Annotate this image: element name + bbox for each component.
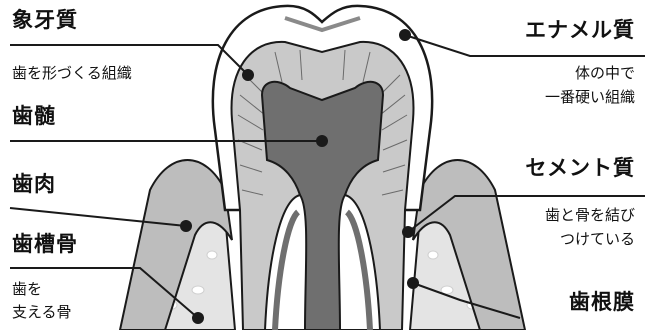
label-alveolar-bone: 歯槽骨 [12,232,78,257]
desc-enamel-2: 一番硬い組織 [545,88,635,106]
desc-cementum-2: つけている [560,230,635,248]
label-cementum: セメント質 [525,156,635,181]
dot-pdl [407,277,419,289]
dot-pulp [316,135,328,147]
desc-alveolar-1: 歯を [12,280,42,298]
dot-dentin [242,69,254,81]
desc-dentin: 歯を形づくる組織 [12,64,132,82]
label-pulp: 歯髄 [12,104,56,129]
label-dentin: 象牙質 [12,8,78,33]
desc-cementum-1: 歯と骨を結び [545,206,635,224]
dot-cementum [402,226,414,238]
dot-gum [180,220,192,232]
dot-enamel [399,29,411,41]
desc-enamel-1: 体の中で [575,64,635,82]
label-enamel: エナメル質 [525,18,635,43]
desc-alveolar-2: 支える骨 [12,303,72,321]
label-pdl: 歯根膜 [569,290,635,315]
label-gum: 歯肉 [12,172,56,197]
dot-alveolar [192,312,204,324]
